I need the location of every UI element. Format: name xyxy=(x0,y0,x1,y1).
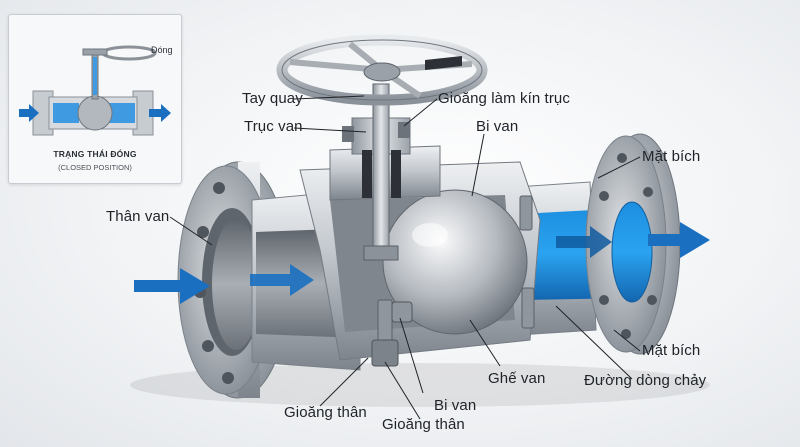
label-flow-path: Đường dòng chảy xyxy=(584,372,707,389)
bore-flow-arrow xyxy=(250,264,314,296)
inlet-flow-arrow xyxy=(134,268,210,304)
handwheel xyxy=(276,34,488,106)
closed-valve-schematic xyxy=(19,45,171,136)
right-flange xyxy=(585,133,681,355)
inset-title: TRẠNG THÁI ĐÓNG xyxy=(53,149,137,159)
inset-state-label: Đóng xyxy=(151,45,173,55)
label-stem-seal: Gioăng làm kín trục xyxy=(438,90,570,107)
label-flange-top: Mặt bích xyxy=(642,148,701,165)
label-ball-top: Bi van xyxy=(476,118,519,135)
label-ball-bottom: Bi van xyxy=(434,397,477,414)
ball xyxy=(382,189,528,335)
label-valve-body: Thân van xyxy=(106,208,170,225)
outlet-bore-arrow xyxy=(556,226,612,258)
ground-shadow xyxy=(130,363,710,407)
inset-subtitle: (CLOSED POSITION) xyxy=(58,163,132,172)
label-handwheel: Tay quay xyxy=(242,90,303,107)
label-flange-bottom: Mặt bích xyxy=(642,342,701,359)
body-gasket xyxy=(371,301,413,367)
bonnet-stem xyxy=(329,83,441,261)
outlet-flow-arrow xyxy=(648,222,710,258)
label-body-gasket: Gioăng thân xyxy=(382,416,465,433)
flow-arrows xyxy=(134,222,710,304)
label-stem: Trục van xyxy=(244,118,303,135)
closed-position-inset: Đóng TRẠNG THÁI ĐÓNG (CLOSED POSITION) xyxy=(8,14,182,184)
label-valve-seat: Ghế van xyxy=(488,370,546,387)
label-body-gasket-left: Gioăng thân xyxy=(284,404,367,421)
leader-lines xyxy=(169,95,641,420)
valve-seats xyxy=(377,195,535,347)
